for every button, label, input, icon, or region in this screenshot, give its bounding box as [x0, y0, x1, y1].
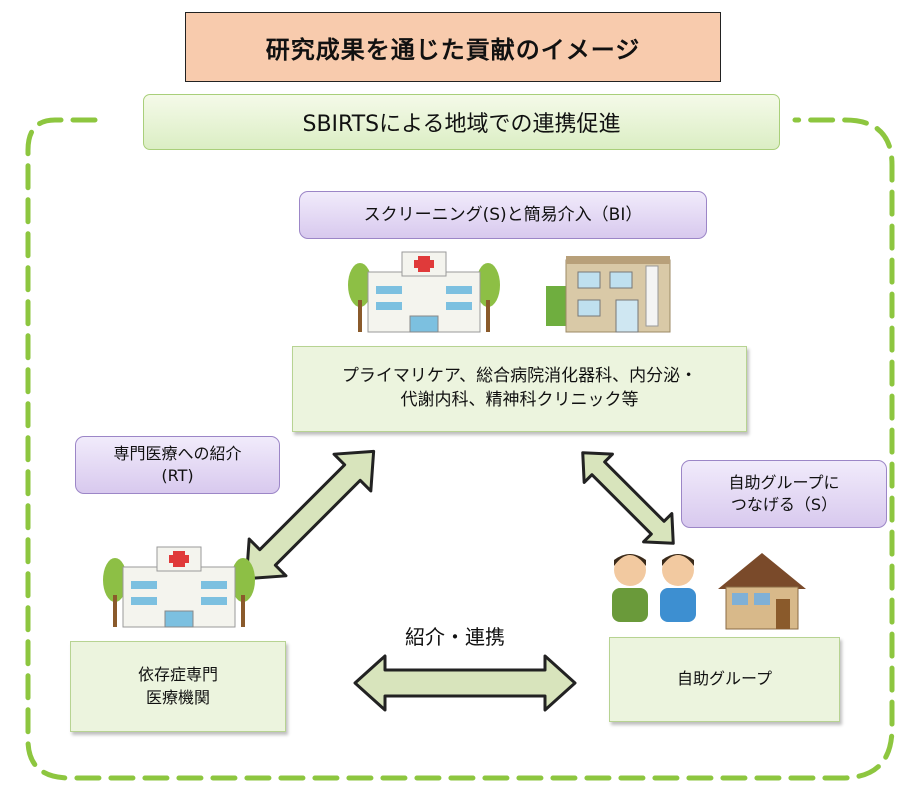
primary-care-line1: プライマリケア、総合病院消化器科、内分泌・ — [341, 366, 698, 387]
primary-care-node: プライマリケア、総合病院消化器科、内分泌・ 代謝内科、精神科クリニック等 — [292, 346, 747, 432]
selfhelp-connect-line2: つなげる（S） — [730, 495, 838, 514]
house-icon — [718, 553, 806, 630]
referral-label-line2: (RT) — [161, 466, 194, 485]
left-diagonal-arrow — [244, 449, 376, 581]
people-icon — [612, 554, 696, 622]
specialist-line2: 医療機関 — [145, 687, 210, 707]
referral-label-line1: 専門医療への紹介 — [113, 444, 242, 464]
primary-care-line2: 代謝内科、精神科クリニック等 — [400, 390, 639, 410]
diagram-title: 研究成果を通じた貢献のイメージ — [185, 12, 721, 82]
horizontal-arrow — [353, 654, 577, 712]
specialist-node: 依存症専門 医療機関 — [70, 641, 286, 732]
sbirts-banner: SBIRTSによる地域での連携促進 — [143, 94, 780, 150]
referral-link-label: 紹介・連携 — [405, 624, 505, 649]
screening-label: スクリーニング(S)と簡易介入（BI） — [299, 191, 707, 239]
hospital-icon — [348, 251, 500, 333]
selfhelp-connect-label: 自助グループに つなげる（S） — [681, 460, 887, 528]
clinic-building-icon — [546, 256, 671, 333]
right-diagonal-arrow — [581, 451, 675, 545]
specialist-line1: 依存症専門 — [137, 665, 218, 685]
selfhelp-connect-line1: 自助グループに — [728, 473, 840, 493]
hospital-icon — [103, 546, 255, 628]
referral-label: 専門医療への紹介 (RT) — [75, 436, 280, 494]
selfhelp-group-node: 自助グループ — [609, 637, 840, 722]
